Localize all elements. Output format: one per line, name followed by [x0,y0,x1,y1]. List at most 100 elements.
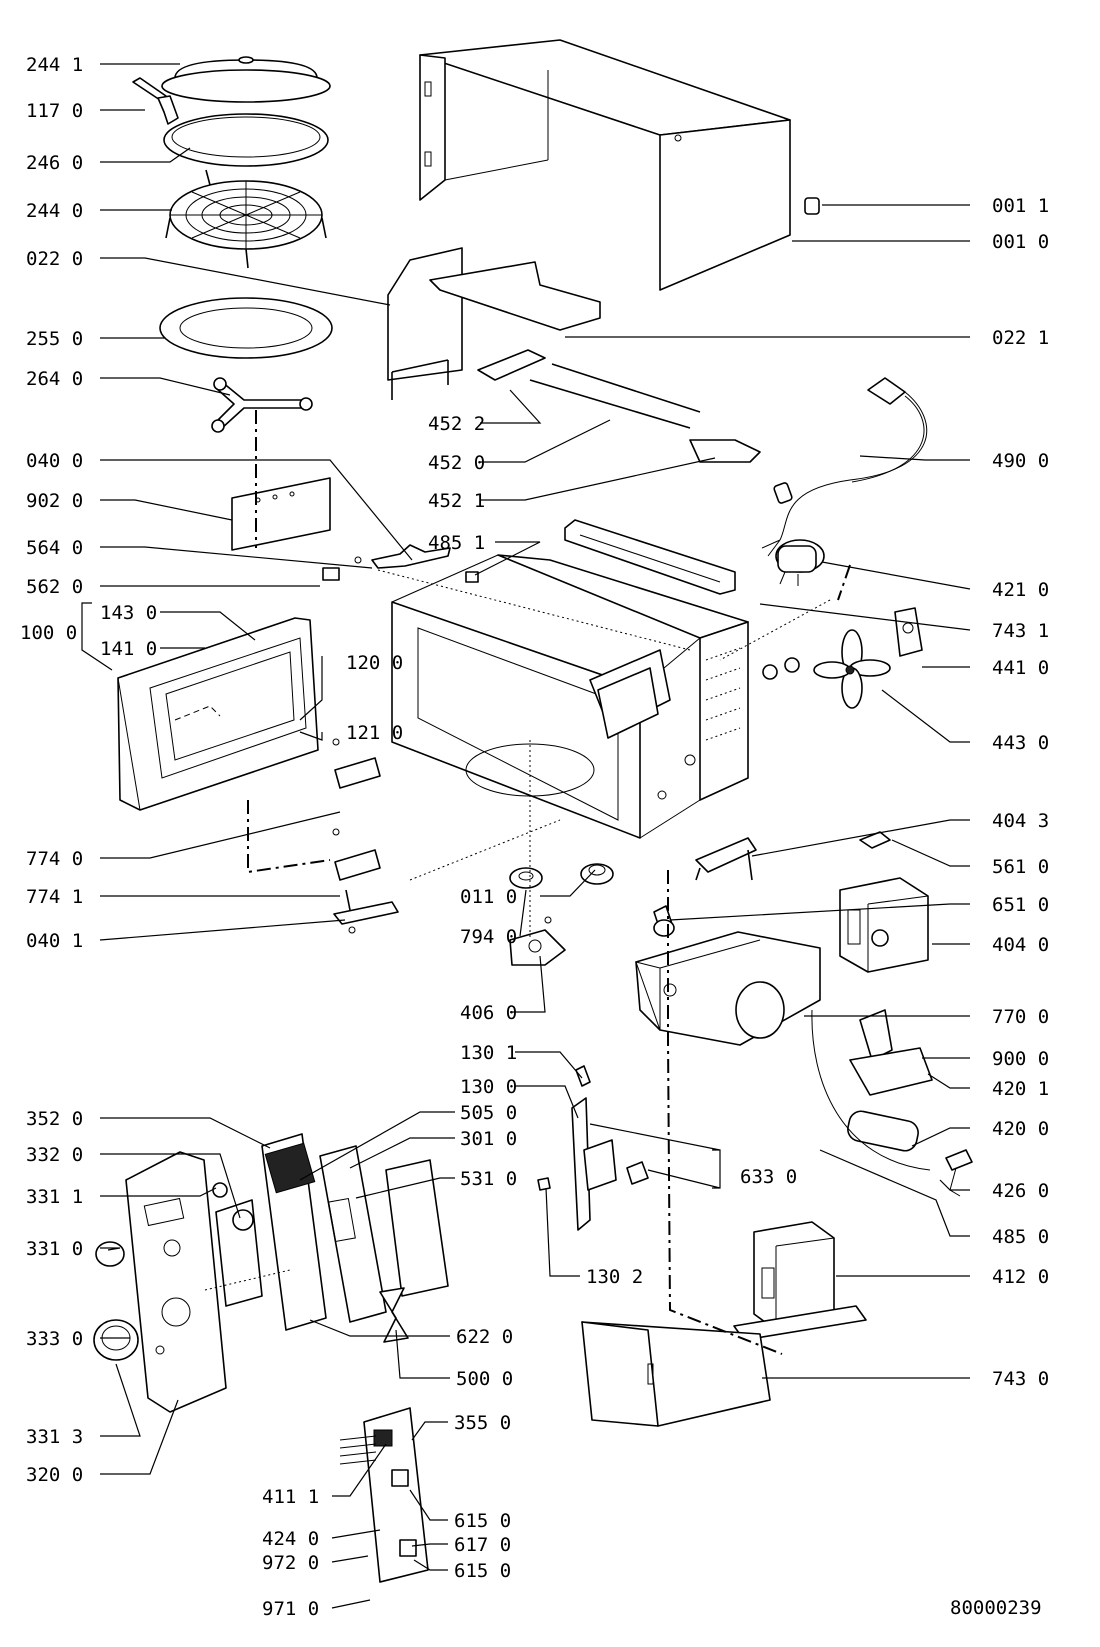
door-hinge-upper [332,738,381,789]
part-label: 404 0 [992,934,1049,956]
part-label: 564 0 [26,537,83,559]
part-label: 411 1 [262,1486,319,1508]
part-label: 531 0 [460,1168,517,1190]
door-assembly [117,617,319,811]
turntable-glass [159,297,333,359]
part-label: 244 0 [26,200,83,222]
knob-331-0 [95,1241,125,1267]
outer-cabinet [419,39,791,291]
door-hinge-lower [332,828,381,881]
part-label: 141 0 [100,638,157,660]
turntable-motor [509,916,566,966]
part-label: 972 0 [262,1552,319,1574]
bracket-561-0 [859,831,891,849]
part-label: 743 0 [992,1368,1049,1390]
part-label: 420 1 [992,1078,1049,1100]
control-panel-frame [125,1151,227,1413]
fan-motor [775,539,825,586]
part-label: 770 0 [992,1006,1049,1028]
part-label: 244 1 [26,54,83,76]
base-chassis [635,931,821,1046]
part-label: 452 0 [428,452,485,474]
roller-coupler [580,863,614,885]
hv-capacitor [847,1110,919,1152]
part-label: 040 0 [26,450,83,472]
part-label: 121 0 [346,722,403,744]
part-label: 406 0 [460,1002,517,1024]
part-label: 332 0 [26,1144,83,1166]
part-label: 040 1 [26,930,83,952]
part-label: 301 0 [460,1128,517,1150]
part-label: 426 0 [992,1180,1049,1202]
interlock-switch-holder [537,1065,649,1231]
door-switch-bracket [322,544,451,581]
part-label: 022 1 [992,327,1049,349]
part-label: 615 0 [454,1510,511,1532]
part-label: 774 1 [26,886,83,908]
lamp-651-0 [653,905,675,937]
part-label: 130 2 [586,1266,643,1288]
oven-cavity [391,554,749,839]
waveguide-cover [231,477,331,551]
part-label: 500 0 [456,1368,513,1390]
part-label: 331 1 [26,1186,83,1208]
sub-pcb-355 [339,1407,429,1583]
part-label: 120 0 [346,652,403,674]
part-label: 355 0 [454,1412,511,1434]
top-shield-plate [387,247,601,400]
power-pcb-531 [385,1159,449,1297]
drawing-number: 80000239 [950,1597,1042,1619]
wire-harness [811,1009,931,1171]
part-label: 022 0 [26,248,83,270]
connector-500 [379,1287,409,1343]
cabinet-clip [804,197,820,215]
magnetron [839,877,929,973]
part-label: 485 0 [992,1226,1049,1248]
part-label: 331 3 [26,1426,83,1448]
part-label: 424 0 [262,1528,319,1550]
part-label: 490 0 [992,450,1049,472]
button-331-1 [212,1182,228,1198]
part-label: 452 2 [428,413,485,435]
part-label: 117 0 [26,100,83,122]
part-label: 902 0 [26,490,83,512]
glass-plate [163,113,329,167]
bracket-420-1 [849,1047,933,1096]
part-label: 443 0 [992,732,1049,754]
part-label: 421 0 [992,579,1049,601]
part-label: 420 0 [992,1118,1049,1140]
part-label: 562 0 [26,576,83,598]
part-label: 900 0 [992,1048,1049,1070]
part-label: 143 0 [100,602,157,624]
hinge-pin [333,889,399,934]
part-label: 452 1 [428,490,485,512]
part-label: 246 0 [26,152,83,174]
turntable-cover [161,56,331,103]
part-label: 441 0 [992,657,1049,679]
power-cord [761,377,928,557]
display-pcb-505 [261,1133,327,1331]
part-label: 412 0 [992,1266,1049,1288]
part-label: 352 0 [26,1108,83,1130]
part-label: 622 0 [456,1326,513,1348]
grill-rack [165,169,327,269]
part-label: 561 0 [992,856,1049,878]
part-label: 743 1 [992,620,1049,642]
part-label: 485 1 [428,532,485,554]
fan-blade [813,629,891,709]
part-label: 404 3 [992,810,1049,832]
bracket-404-3 [695,837,757,881]
part-label: 011 0 [460,886,517,908]
hinge-bar [477,349,761,463]
part-label: 130 1 [460,1042,517,1064]
part-label: 100 0 [20,622,77,644]
part-labels: 244 1 117 0 246 0 244 0 022 0 255 0 264 … [20,54,1049,1620]
part-label: 001 0 [992,231,1049,253]
drive-ring [509,867,543,889]
part-label: 633 0 [740,1166,797,1188]
thermostat [894,607,923,657]
bottom-cover [581,1321,771,1427]
part-label: 130 0 [460,1076,517,1098]
roller-support [211,377,313,433]
